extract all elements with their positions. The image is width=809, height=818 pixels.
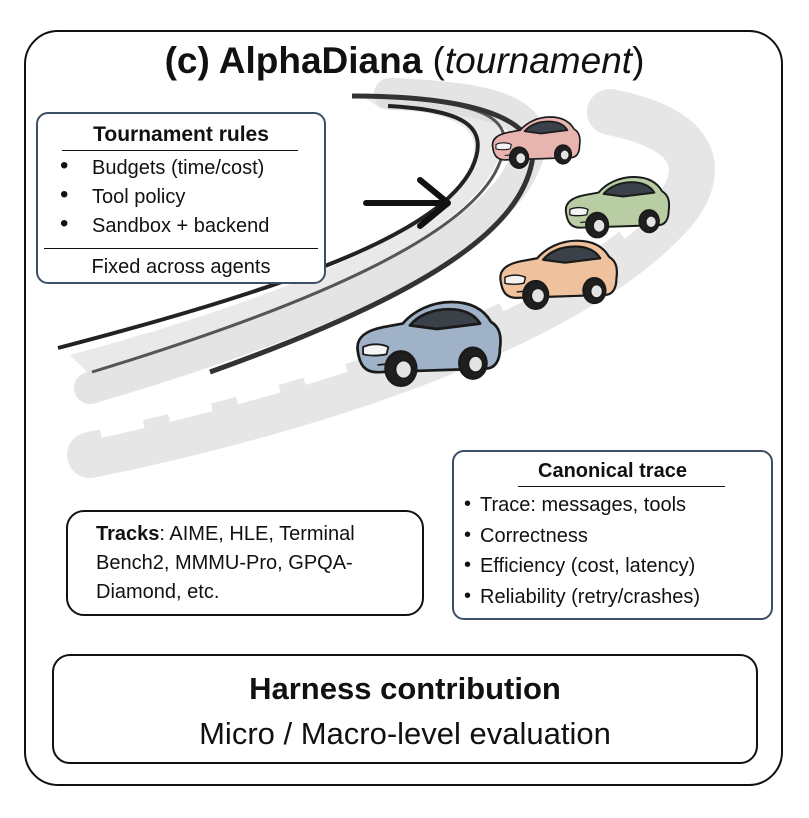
canonical-trace-box: Canonical trace Trace: messages, tools C… <box>452 450 773 620</box>
canonical-trace-list: Trace: messages, tools Correctness Effic… <box>464 489 700 613</box>
heading-divider <box>518 486 725 487</box>
tracks-text: Tracks: AIME, HLE, Terminal Bench2, MMMU… <box>96 520 410 607</box>
rule-item: Budgets (time/cost) <box>56 151 269 183</box>
tracks-box: Tracks: AIME, HLE, Terminal Bench2, MMMU… <box>66 510 424 616</box>
rule-item: Tool policy <box>56 180 269 212</box>
page-title: (c) AlphaDiana (tournament) <box>0 38 809 84</box>
trace-item: Reliability (retry/crashes) <box>464 581 700 613</box>
tracks-list: : AIME, HLE, Terminal Bench2, MMMU-Pro, … <box>96 523 355 603</box>
tracks-label: Tracks <box>96 523 160 545</box>
title-emphasis: tournament <box>444 40 633 81</box>
harness-subheading: Micro / Macro-level evaluation <box>199 716 611 751</box>
trace-item: Efficiency (cost, latency) <box>464 550 700 582</box>
rule-item: Sandbox + backend <box>56 209 269 241</box>
title-main: (c) AlphaDiana <box>164 40 423 81</box>
harness-heading: Harness contribution <box>249 671 561 706</box>
heading-divider <box>62 150 298 151</box>
tournament-rules-list: Budgets (time/cost) Tool policy Sandbox … <box>56 151 269 241</box>
tournament-rules-box: Tournament rules Budgets (time/cost) Too… <box>36 112 326 284</box>
trace-item: Trace: messages, tools <box>464 489 700 521</box>
canonical-trace-heading: Canonical trace <box>538 460 687 482</box>
right-arrow-icon <box>363 177 451 229</box>
tournament-rules-heading: Tournament rules <box>93 123 269 146</box>
title-close-paren: ) <box>632 40 645 81</box>
title-open-paren: ( <box>422 40 445 81</box>
trace-item: Correctness <box>464 520 700 552</box>
tournament-rules-footer: Fixed across agents <box>91 256 271 278</box>
harness-box: Harness contribution Micro / Macro-level… <box>52 654 758 764</box>
footer-divider <box>44 248 318 249</box>
